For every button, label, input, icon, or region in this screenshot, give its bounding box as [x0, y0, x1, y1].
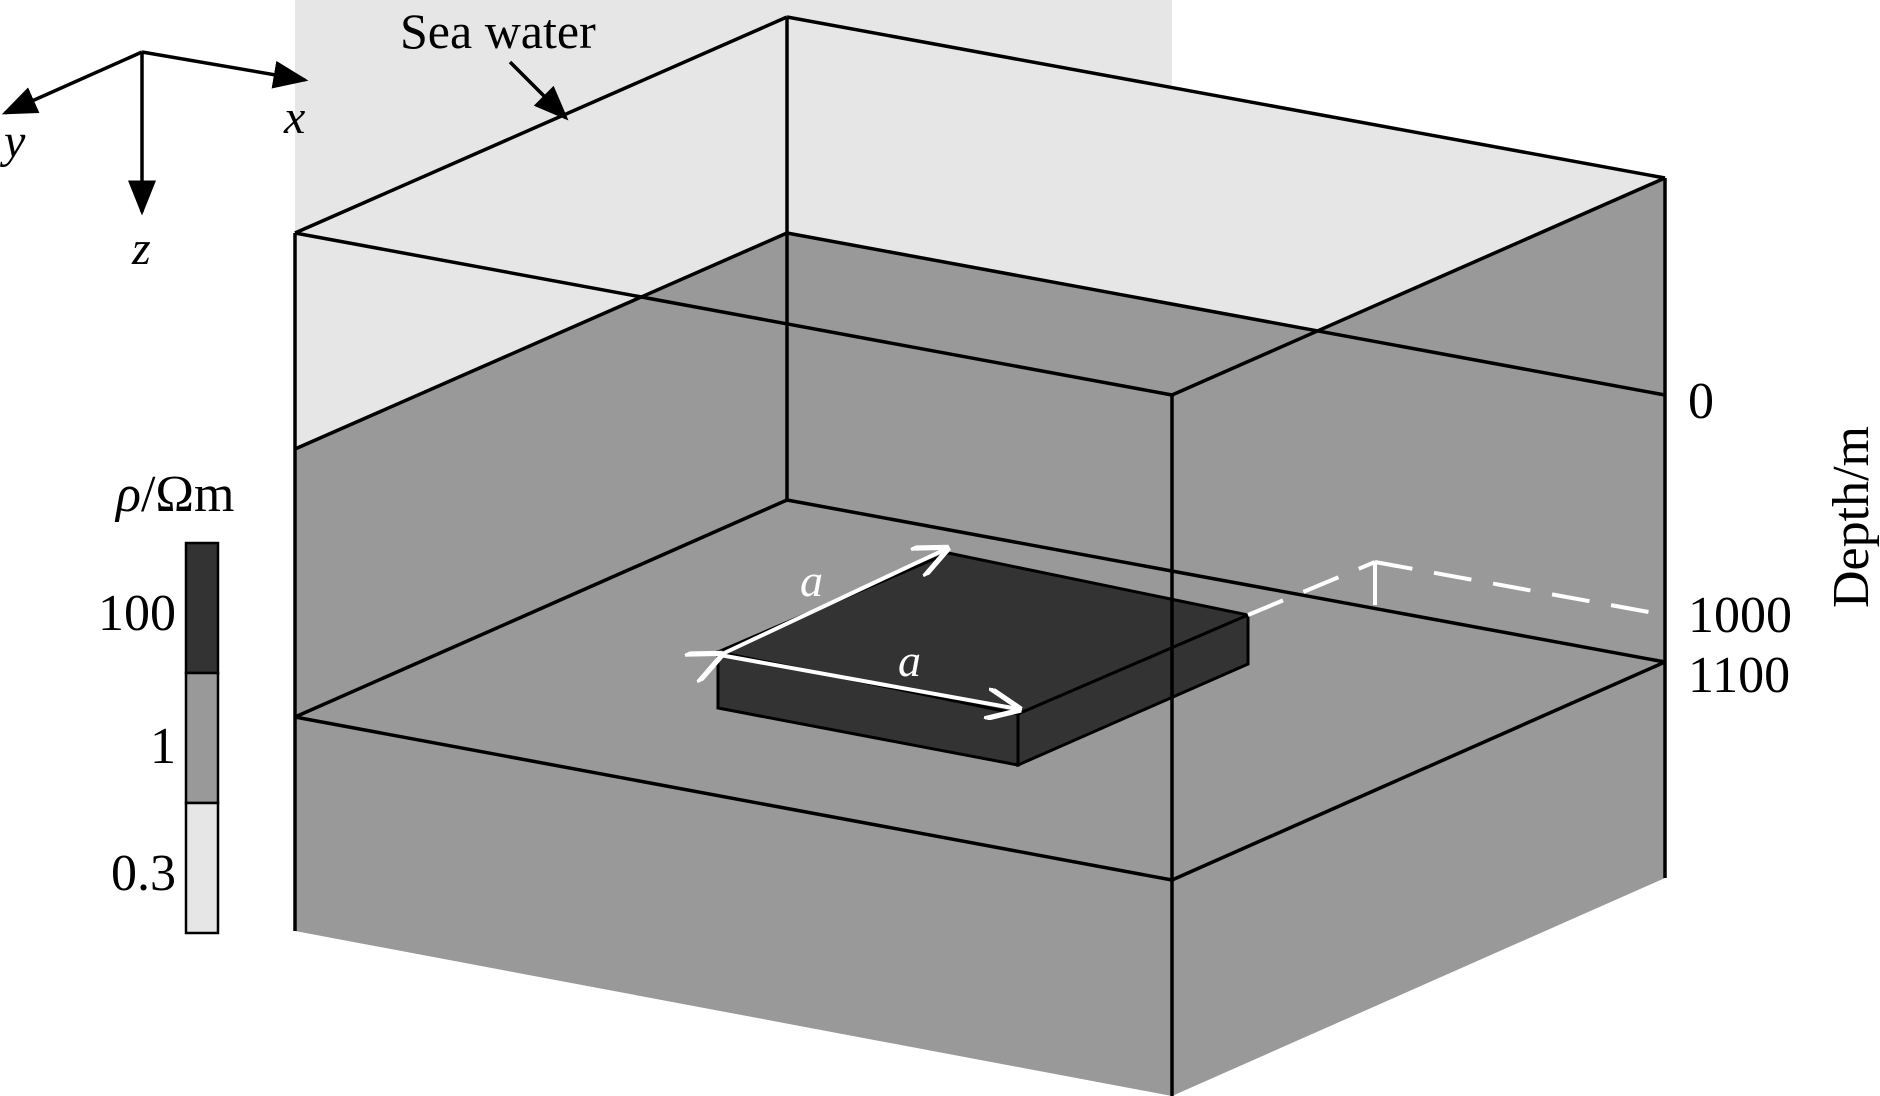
sea-water-label: Sea water: [400, 3, 596, 59]
legend-swatch-100: [184, 541, 220, 675]
depth-label-1000: 1000: [1688, 587, 1792, 644]
right-face-sediment: [1172, 395, 1665, 1096]
legend-label-0-3: 0.3: [111, 845, 176, 902]
legend-title-symbol: ρ: [114, 466, 141, 523]
axis-z-label: z: [131, 222, 151, 275]
legend-title: ρ/Ωm: [114, 466, 235, 523]
dimension-arrows: [720, 549, 1018, 709]
sea-water-pointer: [508, 60, 569, 121]
coordinate-axes: [1, 50, 309, 216]
legend-label-100: 100: [98, 585, 176, 642]
legend-swatch-1: [184, 671, 220, 805]
legend-swatch-0-3: [184, 801, 220, 935]
depth-label-1100: 1100: [1688, 647, 1790, 704]
reservoir-depth-dash: [1247, 560, 1666, 617]
legend-label-1: 1: [150, 718, 176, 775]
side-a-label-1: a: [800, 555, 823, 606]
axis-x-label: x: [283, 91, 305, 144]
legend-title-unit: /Ωm: [141, 466, 235, 523]
front-water-band: [295, 17, 787, 449]
box-edges: [293, 15, 1667, 1096]
right-water-band: [1172, 178, 1665, 612]
axis-y-label: y: [0, 115, 26, 168]
side-a-label-2: a: [898, 635, 921, 686]
depth-label-0: 0: [1688, 373, 1714, 430]
resistivity-legend: ρ/Ωm 100 1 0.3: [98, 466, 235, 935]
depth-axis-title: Depth/m: [1823, 426, 1880, 608]
